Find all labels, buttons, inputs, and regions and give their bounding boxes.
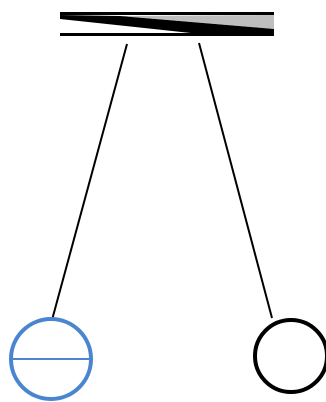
- left-bob: [9, 317, 93, 401]
- support-shading-light: [120, 15, 274, 29]
- support-shading: [60, 15, 274, 35]
- support-top-line: [60, 12, 274, 15]
- ceiling-support: [60, 12, 274, 36]
- right-string: [198, 42, 273, 319]
- right-bob: [253, 318, 326, 394]
- left-string: [51, 43, 128, 321]
- support-bottom-line: [60, 33, 274, 36]
